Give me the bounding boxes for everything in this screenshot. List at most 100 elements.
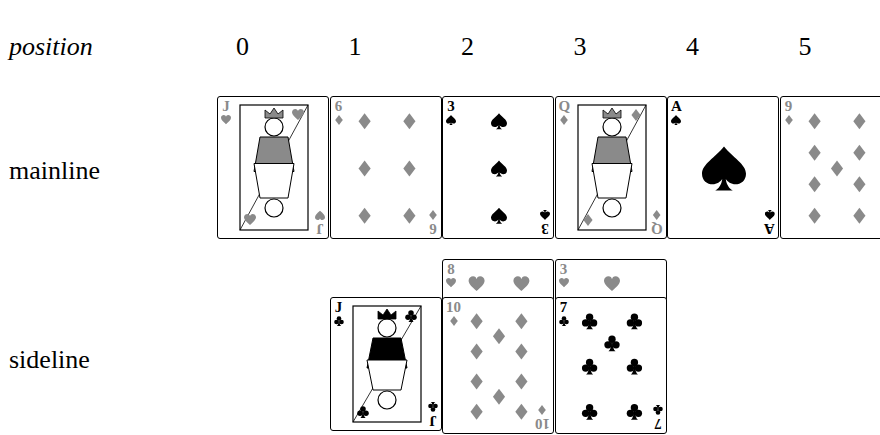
club-stem	[336, 321, 340, 327]
card-rank: 3	[540, 221, 550, 236]
club-lobe	[626, 410, 633, 417]
card-rank: 7	[653, 416, 663, 431]
court-head	[265, 199, 283, 217]
diamond-shape	[471, 404, 483, 420]
suit-pip	[403, 113, 415, 129]
position-number: 5	[799, 34, 812, 60]
club-lobe	[357, 410, 363, 416]
suit-pip	[765, 210, 775, 220]
club-lobe	[589, 364, 596, 371]
court-frame	[240, 105, 308, 230]
club-stem	[360, 411, 365, 418]
suit-pip	[515, 343, 527, 359]
diamond-shape	[403, 161, 415, 177]
card-art	[218, 97, 329, 239]
card-art	[443, 298, 554, 434]
corner-suit	[334, 115, 344, 125]
diamond-shape	[653, 210, 661, 220]
corner-index: 8	[446, 262, 456, 288]
club-stem	[630, 320, 637, 329]
club-lobe	[612, 341, 619, 348]
court-crown	[378, 309, 396, 319]
court-robe	[592, 164, 632, 199]
club-lobe	[334, 320, 339, 325]
corner-suit	[652, 210, 662, 220]
corner-index: A	[671, 99, 682, 125]
suit-pip	[446, 278, 456, 287]
suit-pip	[471, 343, 483, 359]
club-lobe	[564, 320, 569, 325]
card-rank: 9	[784, 99, 794, 114]
heart-shape	[513, 276, 529, 291]
suit-pip	[626, 359, 641, 375]
corner-suit	[538, 405, 548, 415]
playing-card: 66	[330, 96, 442, 239]
suit-pip	[403, 161, 415, 177]
diamond-shape	[808, 176, 820, 192]
club-lobe	[405, 314, 411, 320]
court-frame	[353, 306, 421, 422]
playing-card: JJ	[330, 297, 442, 431]
suit-pip	[626, 404, 641, 420]
card-rank: 10	[446, 300, 461, 315]
club-lobe	[339, 320, 344, 325]
corner-index: J	[428, 402, 438, 428]
card-rank: 8	[446, 262, 456, 277]
corner-index: 9	[784, 99, 794, 125]
suit-pip	[493, 389, 505, 405]
diamond-shape	[853, 176, 865, 192]
club-lobe	[581, 364, 588, 371]
suit-pip	[429, 210, 437, 220]
suit-pip	[221, 115, 231, 124]
corner-suit	[221, 115, 231, 125]
diamond-shape	[539, 405, 547, 415]
corner-suit	[446, 115, 456, 125]
diamond-shape	[808, 145, 820, 161]
card-rank: 6	[334, 99, 344, 114]
heart-shape	[469, 276, 485, 291]
card-rank: 6	[428, 221, 438, 236]
suit-pip	[604, 276, 620, 291]
suit-pip	[853, 113, 865, 129]
club-stem	[655, 405, 659, 411]
suit-pip	[491, 113, 507, 129]
suit-pip	[292, 109, 304, 120]
suit-pip	[808, 176, 820, 192]
diamond-shape	[515, 343, 527, 359]
suit-pip	[671, 115, 681, 125]
playing-card: JJ	[217, 96, 329, 239]
corner-index: 3	[540, 210, 550, 236]
suit-pip	[631, 109, 640, 121]
club-lobe	[363, 410, 369, 416]
suit-pip	[702, 147, 746, 191]
corner-index: 10	[446, 300, 461, 326]
corner-index: 6	[334, 99, 344, 125]
suit-pip	[428, 402, 438, 412]
club-stem	[586, 320, 593, 329]
club-lobe	[634, 410, 641, 417]
suit-pip	[471, 404, 483, 420]
suit-pip	[491, 161, 507, 177]
position-number: 2	[461, 34, 474, 60]
playing-card: AA	[667, 96, 779, 239]
corner-index: 10	[535, 405, 550, 431]
playing-card: 77	[555, 297, 667, 434]
suit-pip	[405, 310, 417, 322]
suit-pip	[539, 405, 547, 415]
card-rank: J	[334, 300, 344, 315]
corner-index: 3	[559, 262, 569, 288]
diamond-shape	[583, 214, 592, 226]
spade-shape	[491, 113, 507, 129]
corner-suit	[540, 210, 550, 220]
suit-pip	[626, 314, 641, 330]
suit-pip	[853, 176, 865, 192]
suit-pip	[315, 211, 325, 220]
spade-shape	[702, 147, 746, 191]
club-stem	[630, 366, 637, 375]
club-lobe	[589, 410, 596, 417]
corner-index: Q	[559, 99, 571, 125]
suit-pip	[785, 115, 793, 125]
suit-pip	[604, 336, 619, 352]
suit-pip	[853, 208, 865, 224]
suit-pip	[469, 276, 485, 291]
